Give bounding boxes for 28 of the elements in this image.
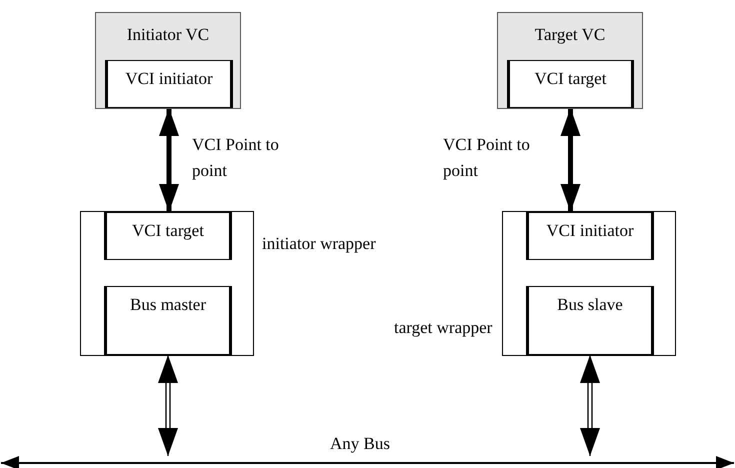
component-title: Initiator VC (126, 25, 210, 45)
interface-box (507, 60, 634, 108)
wrapper-label: Any Bus (330, 434, 390, 454)
interface-box (104, 286, 232, 355)
wrapper-box (80, 211, 254, 356)
wrapper-label: initiator wrapper (262, 234, 376, 254)
box-label: VCI target (131, 221, 205, 241)
interface-box (526, 212, 654, 260)
box-label: VCI initiator (124, 69, 214, 89)
edge-label: VCI Point to point (443, 134, 531, 182)
edge-label: VCI Point to point (192, 134, 280, 182)
wrapper-box (502, 211, 676, 356)
box-label: Bus master (128, 295, 208, 315)
component-title: Target VC (534, 25, 606, 45)
interface-box (104, 212, 232, 260)
thick-double-arrow (560, 108, 580, 212)
interface-box (105, 60, 233, 108)
component-box (95, 12, 241, 109)
box-label: VCI target (534, 69, 608, 89)
interface-box (526, 286, 654, 355)
box-label: VCI initiator (545, 221, 635, 241)
double-line-arrow (158, 354, 178, 457)
bus-line (0, 456, 735, 468)
component-box (497, 12, 643, 109)
double-line-arrow (580, 354, 600, 457)
thick-double-arrow (159, 108, 179, 212)
wrapper-label: target wrapper (394, 318, 492, 338)
box-label: Bus slave (556, 295, 624, 315)
